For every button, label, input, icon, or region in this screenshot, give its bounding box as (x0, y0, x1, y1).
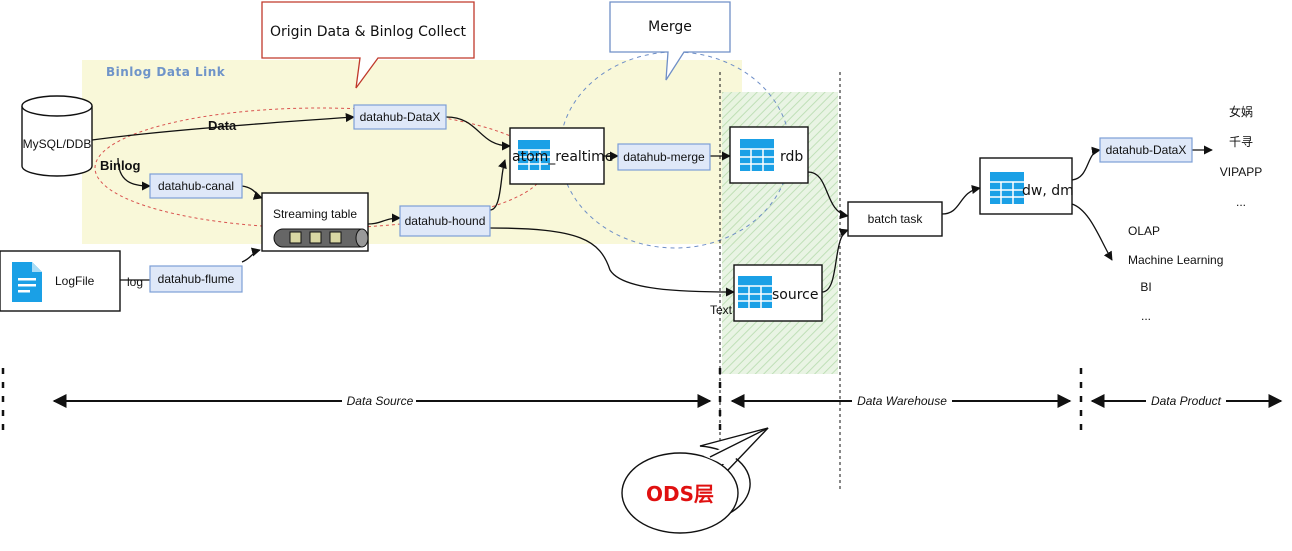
edge-source-batch (821, 228, 849, 293)
edge-mysql-datax (91, 113, 355, 141)
edge-label-log: log (127, 275, 143, 289)
axis-label-bg (852, 393, 952, 409)
axis-label-bg (1146, 393, 1226, 409)
product-item: ... (1141, 309, 1151, 323)
edge-dwdm-products (1071, 203, 1113, 261)
table-icon (738, 276, 772, 308)
edge-label-binlog: Binlog (100, 158, 140, 173)
data-source-label: Data Source (347, 394, 414, 408)
edge-dwdm-datax (1071, 146, 1101, 181)
edge-datax-atom (445, 116, 511, 151)
merge-tag: datahub-merge (617, 143, 711, 171)
product-item: VIPAPP (1220, 165, 1262, 179)
merge-label: datahub-merge (623, 150, 705, 164)
origin-callout: Origin Data & Binlog Collect (261, 1, 475, 89)
source-label: source (772, 287, 819, 303)
source-node (733, 264, 823, 322)
data-product-label: Data Product (1151, 394, 1222, 408)
product-list-bottom: OLAP Machine Learning BI ... (1128, 224, 1223, 323)
canal-tag: datahub-canal (149, 173, 243, 199)
product-item: ... (1236, 195, 1246, 209)
product-list-top: 女娲 千寻 VIPAPP ... (1220, 104, 1262, 209)
mysql-label: MySQL/DDB (23, 137, 92, 151)
edge-streaming-hound (367, 213, 401, 225)
data-warehouse-label: Data Warehouse (857, 394, 947, 408)
product-item: Machine Learning (1128, 253, 1223, 267)
product-item: BI (1140, 280, 1151, 294)
edge-flume-streaming (241, 247, 261, 263)
canal-label: datahub-canal (158, 179, 234, 193)
hound-label: datahub-hound (405, 214, 486, 228)
batch-task-label: batch task (868, 212, 924, 226)
ods-label: ODS层 (646, 482, 714, 506)
edge-label-text: Text (710, 303, 733, 317)
logfile-label: LogFile (55, 274, 95, 288)
document-icon (12, 262, 42, 302)
ods-callout: ODS层 (621, 427, 769, 534)
axis-label-bg (342, 393, 416, 409)
product-item: 千寻 (1229, 135, 1253, 149)
edge-hound-source (489, 227, 735, 297)
datax-output-label: datahub-DataX (1106, 143, 1187, 157)
datax-source-label: datahub-DataX (360, 110, 441, 124)
table-icon (518, 140, 550, 170)
hound-tag: datahub-hound (399, 205, 491, 237)
datax-source-tag: datahub-DataX (353, 104, 447, 130)
edge-label-data: Data (208, 118, 237, 133)
merge-callout: Merge (609, 1, 731, 81)
table-icon (990, 172, 1024, 204)
flume-tag: datahub-flume (149, 265, 243, 293)
batch-task-node (847, 201, 943, 237)
edge-batch-dwdm (941, 184, 981, 215)
streaming-label: Streaming table (273, 207, 357, 221)
region-title: Binlog Data Link (106, 65, 226, 79)
table-icon (740, 139, 774, 171)
edge-canal-streaming (241, 185, 263, 200)
stream-queue-icon (273, 228, 369, 248)
database-icon (21, 95, 93, 177)
product-item: OLAP (1128, 224, 1160, 238)
merge-callout-label: Merge (648, 19, 692, 35)
edge-rdb-batch (807, 171, 849, 220)
atom-realtime-label: atom_realtime (512, 149, 613, 165)
datax-output-tag: datahub-DataX (1099, 137, 1193, 163)
rdb-label: rdb (780, 149, 803, 165)
flume-label: datahub-flume (158, 272, 235, 286)
product-item: 女娲 (1229, 104, 1253, 119)
dw-dm-label: dw, dm (1022, 183, 1074, 199)
origin-callout-label: Origin Data & Binlog Collect (270, 24, 467, 40)
edge-hound-atom (489, 159, 507, 211)
edge-mysql-canal (117, 157, 151, 191)
